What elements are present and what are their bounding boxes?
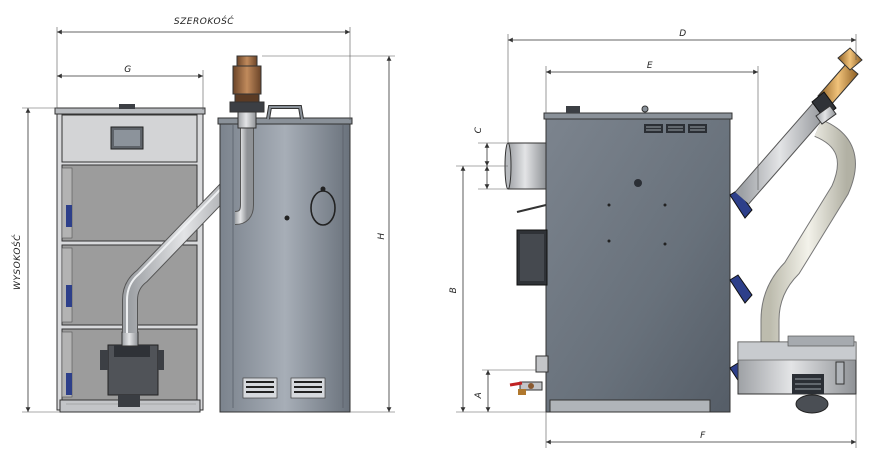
side-vents-left (242, 377, 326, 399)
valve-body (232, 65, 262, 95)
dim-b-label: B (449, 287, 459, 294)
controller-screen (114, 130, 140, 146)
side-body (219, 119, 351, 413)
dim-h-label: H (377, 232, 387, 239)
front-view (54, 104, 206, 413)
dim-a-label: A (474, 392, 484, 400)
dim-d-label: D (679, 29, 686, 39)
burner-fan (118, 395, 140, 407)
dimensions-left: SZEROKOŚĆ G WYSOKOŚĆ H (11, 15, 395, 413)
dimensions-right: D E C B A F (449, 29, 857, 448)
dim-c-label: C (474, 126, 484, 133)
front-top-handle (119, 104, 135, 109)
side-view-left (217, 105, 353, 413)
valve-right (811, 47, 863, 125)
flue-outlet (507, 142, 547, 190)
right-body (545, 114, 731, 413)
middle-door-handle (66, 285, 72, 307)
upper-door-handle (66, 205, 72, 227)
valve-left (229, 55, 265, 129)
pellet-burner-front (100, 331, 164, 407)
width-label: SZEROKOŚĆ (174, 15, 234, 27)
dim-e-label: E (647, 61, 653, 71)
dim-f-label: F (700, 431, 706, 441)
side-view-right (504, 105, 753, 413)
upper-door (61, 164, 198, 242)
height-label: WYSOKOŚĆ (11, 234, 23, 290)
top-vents-right (644, 124, 707, 133)
lower-door-handle (66, 373, 72, 395)
dim-g-label: G (124, 65, 131, 75)
burner-fan-right (795, 394, 829, 414)
feeder-system-right (734, 47, 863, 414)
